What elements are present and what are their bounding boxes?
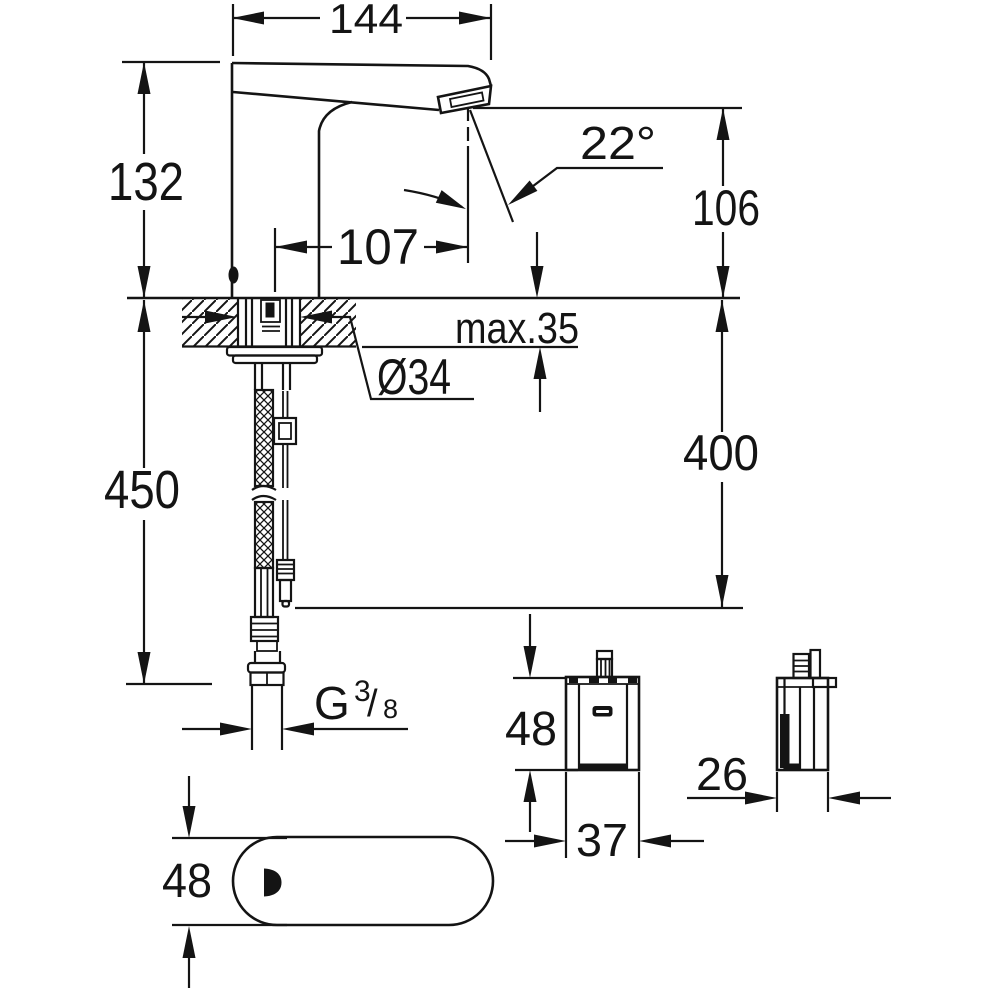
spout-mouthpiece [436,84,493,115]
dimension-angle-22: 22° [403,117,663,209]
braided-hose-upper [253,388,275,488]
dim-label-22deg: 22° [580,117,656,169]
sensor-window-side-view [228,266,239,284]
dimension-400: 400 [295,300,759,610]
water-stream-lines [466,109,515,263]
dimension-box-depth-26: 26 [687,748,891,812]
dimension-106: 106 [473,106,760,298]
faucet-side-view [228,61,493,298]
dimension-base-depth-48: 48 [162,776,287,988]
dimension-box-height-48: 48 [505,614,578,832]
dim-label-max35: max.35 [455,304,579,353]
braided-hose-lower [253,500,275,570]
connection-pipe [250,685,284,750]
dim-label-400: 400 [683,425,759,481]
dim-label-thread-denominator: 8 [383,694,398,724]
dimension-132: 132 [108,60,220,298]
aerator-outline [448,91,485,109]
cable-connector [275,558,296,608]
dim-label-48-base: 48 [162,855,212,908]
hose-break-marks [251,484,277,501]
hose-nut [246,661,287,674]
dimension-450: 450 [104,300,212,686]
dimension-107: 107 [273,219,468,292]
box-connector-front [595,649,614,661]
dim-label-dia34: Ø34 [377,349,451,405]
base-outline [231,835,495,927]
supply-hose [246,388,287,750]
sensor-window-top-view [264,868,282,897]
dim-label-106: 106 [692,180,760,236]
dimension-max35: max.35 [362,232,579,412]
dim-label-thread-numerator: 3 [354,675,371,708]
dim-label-thread-slash: / [367,683,378,725]
dim-label-26: 26 [696,748,748,800]
control-box-side-view [775,648,838,772]
dim-label-37: 37 [576,814,628,866]
dimension-144: 144 [231,0,493,60]
dim-label-132: 132 [108,152,184,212]
box-clip-tab [809,648,822,680]
sensor-cable [272,391,298,608]
stream-angle-line [468,109,515,223]
box-side-outline [775,676,830,772]
fixing-screw [260,299,281,323]
dimension-hole-diameter: Ø34 [182,310,474,405]
dim-label-144: 144 [329,0,403,42]
dim-label-48-box: 48 [505,703,557,756]
base-top-view [231,835,495,927]
mounting-flange [225,345,324,390]
dimension-box-width-37: 37 [505,772,704,866]
dim-label-thread-g: G [314,677,350,729]
mounting-shank [244,298,294,346]
dimension-thread-g38: G 3 / 8 [182,675,408,736]
dim-label-107: 107 [337,219,419,275]
dim-label-450: 450 [104,460,180,520]
control-box-front-view [564,649,641,772]
cable-plug [272,416,298,446]
